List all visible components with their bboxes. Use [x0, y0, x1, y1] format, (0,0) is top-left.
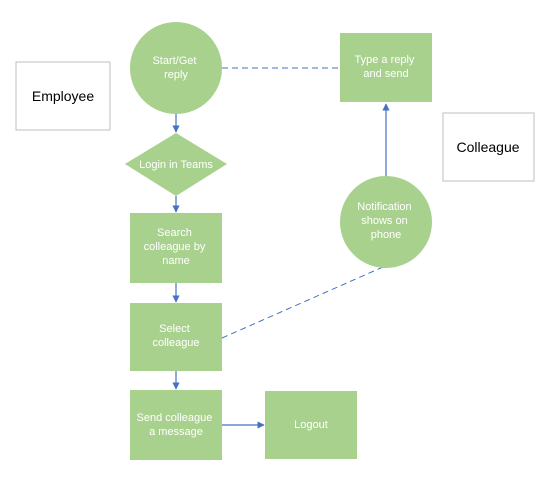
node-notification-shape: [340, 176, 432, 268]
node-search-line-3: name: [162, 255, 190, 267]
node-notification-line-3: phone: [371, 229, 402, 241]
node-logout-text: Logout: [294, 419, 328, 431]
node-send-text: Send colleague a message: [137, 412, 216, 438]
node-notification-line-1: Notification: [357, 201, 411, 213]
node-type-reply-line-1: Type a reply: [355, 54, 415, 66]
node-search-line-1: Search: [157, 227, 192, 239]
node-start: Start/Get reply: [130, 22, 222, 114]
node-notification-text: Notification shows on phone: [357, 201, 414, 241]
node-logout: Logout: [265, 391, 357, 459]
employee-label: Employee: [15, 61, 111, 131]
node-type-reply-shape: [340, 33, 432, 102]
node-notification: Notification shows on phone: [340, 176, 432, 268]
node-type-reply-line-2: and send: [363, 68, 408, 80]
node-search-text: Search colleague by name: [144, 227, 209, 267]
node-start-shape: [130, 22, 222, 114]
node-logout-line-1: Logout: [294, 419, 328, 431]
node-send-line-1: Send colleague: [137, 412, 213, 424]
node-send-line-2: a message: [149, 426, 203, 438]
node-login-shape: [125, 133, 227, 196]
node-send: Send colleague a message: [130, 390, 222, 460]
colleague-label-box: [442, 112, 535, 182]
node-login: Login in Teams: [125, 133, 227, 196]
node-select-text: Select colleague: [152, 323, 199, 349]
node-search-line-2: colleague by: [144, 241, 206, 253]
node-select: Select colleague: [130, 303, 222, 371]
node-start-line-1: Start/Get: [152, 55, 196, 67]
node-send-shape: [130, 390, 222, 460]
node-notification-line-2: shows on: [361, 215, 407, 227]
colleague-label: Colleague: [442, 112, 535, 182]
employee-label-text: Employee: [32, 88, 94, 104]
node-search-shape: [130, 213, 222, 283]
node-login-line-1: Login in Teams: [139, 159, 213, 171]
node-select-line-2: colleague: [152, 337, 199, 349]
node-search: Search colleague by name: [130, 213, 222, 283]
node-select-shape: [130, 303, 222, 371]
node-type-reply-text: Type a reply and send: [355, 54, 418, 80]
employee-label-box: [15, 61, 111, 131]
node-logout-shape: [265, 391, 357, 459]
node-start-line-2: reply: [164, 69, 188, 81]
node-select-line-1: Select: [159, 323, 190, 335]
node-type-reply: Type a reply and send: [340, 33, 432, 102]
colleague-label-text: Colleague: [456, 139, 519, 155]
node-login-text: Login in Teams: [139, 159, 213, 171]
node-start-text: Start/Get reply: [152, 55, 199, 81]
connector-select-to-notification: [221, 266, 384, 339]
